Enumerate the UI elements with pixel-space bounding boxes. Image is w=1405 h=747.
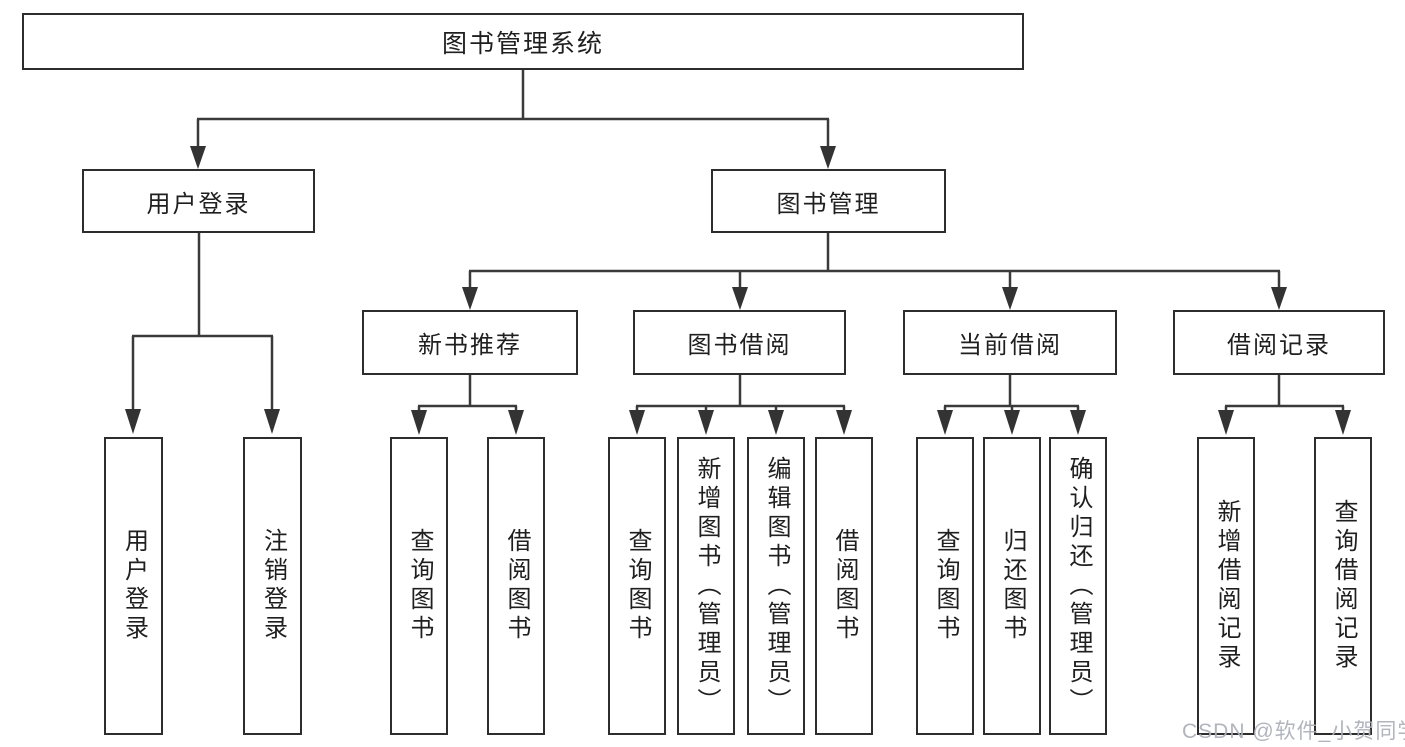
leaf-current-query-books: 查询图书 [916, 437, 974, 735]
arrowheads [125, 146, 1351, 435]
leaf-borrowing-borrow-books: 借阅图书 [815, 437, 873, 735]
leaf-logout: 注销登录 [243, 437, 302, 735]
node-user-login: 用户登录 [82, 169, 315, 233]
leaf-borrowing-query-books: 查询图书 [608, 437, 666, 735]
watermark: CSDN @软件_小贺同学 [1182, 720, 1405, 743]
leaf-record-add: 新增借阅记录 [1197, 437, 1255, 735]
leaf-current-return-books: 归还图书 [983, 437, 1041, 735]
node-current-borrowing: 当前借阅 [903, 310, 1117, 375]
node-book-management: 图书管理 [711, 169, 946, 233]
leaf-user-login: 用户登录 [104, 437, 163, 735]
node-new-book-recommend: 新书推荐 [362, 310, 578, 375]
leaf-borrowing-add-book-admin: 新增图书（管理员） [677, 437, 735, 735]
node-borrowing-records: 借阅记录 [1173, 310, 1385, 375]
node-root-library-system: 图书管理系统 [22, 13, 1024, 70]
leaf-record-query: 查询借阅记录 [1314, 437, 1372, 735]
leaf-current-confirm-return-admin: 确认归还（管理员） [1049, 437, 1107, 735]
leaf-borrowing-edit-book-admin: 编辑图书（管理员） [747, 437, 805, 735]
node-book-borrowing: 图书借阅 [633, 310, 846, 375]
connector-paths [131, 70, 1345, 413]
leaf-newbook-query-books: 查询图书 [390, 437, 448, 735]
leaf-newbook-borrow-books: 借阅图书 [487, 437, 545, 735]
